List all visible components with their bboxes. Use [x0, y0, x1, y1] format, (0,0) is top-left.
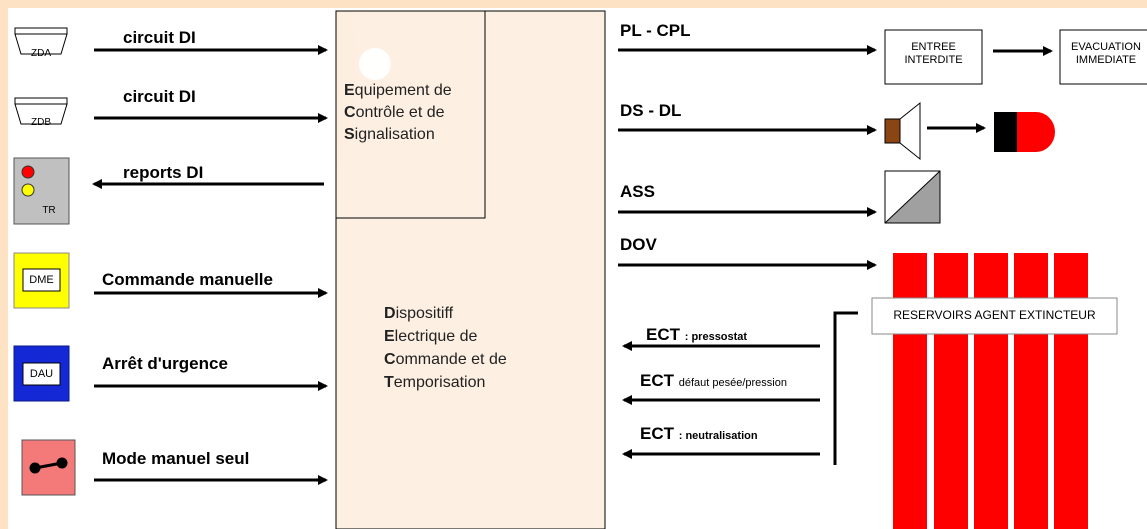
ect-label-1: ECT : pressostat	[646, 325, 747, 345]
reservoirs-label: RESERVOIRS AGENT EXTINCTEUR	[893, 308, 1096, 322]
evacuation-box	[1059, 29, 1147, 85]
ass-signal-label: ASS	[620, 182, 655, 201]
entree-interdite-text: ENTREE INTERDITE	[885, 41, 982, 67]
dme-signal-label: Commande manuelle	[102, 270, 273, 289]
ect-detail-1: : pressostat	[684, 331, 748, 343]
zda-signal-label: circuit DI	[123, 28, 196, 47]
dect-line-3: Commande et de	[384, 351, 507, 368]
ect-bracket	[833, 311, 858, 465]
ass-panel-icon	[884, 170, 941, 224]
entree-line-1: ENTREE	[911, 41, 956, 53]
evacuation-line-2: IMMEDIATE	[1075, 54, 1137, 66]
dme-box-icon	[13, 252, 70, 309]
zdb-detector-icon	[14, 97, 68, 125]
tr-panel-icon	[13, 157, 70, 225]
tr-label: TR	[42, 205, 56, 216]
ces-line-2: Contrôle et de	[344, 104, 445, 121]
ces-panel	[335, 10, 486, 219]
zdb-signal-label: circuit DI	[123, 87, 196, 106]
dme-label: DME	[29, 274, 54, 286]
ect-code-1: ECT	[646, 325, 680, 344]
reservoir-5	[1054, 253, 1088, 529]
entree-line-2: INTERDITE	[904, 54, 963, 66]
ds-signal-label: DS - DL	[620, 101, 682, 120]
reservoir-1	[893, 253, 927, 529]
ces-line-1: Equipement de	[344, 82, 452, 99]
ect-detail-2: défaut pesée/pression	[678, 377, 787, 389]
tr-signal-label: reports DI	[123, 163, 204, 182]
dect-line-2: Electrique de	[384, 328, 478, 345]
ces-line-3: Signalisation	[344, 126, 435, 143]
dect-title: Dispositiff Electrique de Commande et de…	[384, 302, 507, 394]
glow-highlight	[359, 48, 391, 80]
evacuation-line-1: EVACUATION	[1071, 41, 1141, 53]
dect-panel	[335, 10, 606, 529]
zda-label: ZDA	[31, 48, 51, 59]
dect-line-1: Dispositiff	[384, 305, 454, 322]
ect-code-3: ECT	[640, 424, 674, 443]
reservoirs-group	[893, 253, 1088, 529]
diagram-graphics	[13, 10, 1147, 529]
reservoir-2	[934, 253, 968, 529]
zdb-label: ZDB	[31, 117, 51, 128]
ect-code-2: ECT	[640, 371, 674, 390]
entree-interdite-box	[884, 29, 983, 85]
pl-signal-label: PL - CPL	[620, 21, 691, 40]
diagram-canvas: ZDA ZDB TR DME DAU circuit DI circuit DI…	[8, 8, 1147, 529]
ces-title: Equipement de Contrôle et de Signalisati…	[344, 80, 452, 146]
reservoirs-label-box	[871, 297, 1118, 335]
evacuation-text: EVACUATION IMMEDIATE	[1060, 41, 1147, 67]
zda-detector-icon	[14, 27, 68, 55]
dau-label: DAU	[29, 368, 54, 380]
dau-box-icon	[13, 345, 70, 402]
ect-label-3: ECT : neutralisation	[640, 424, 758, 444]
dau-signal-label: Arrêt d'urgence	[102, 354, 228, 373]
siren-icon	[884, 101, 921, 161]
dov-signal-label: DOV	[620, 235, 657, 254]
ect-label-2: ECT défaut pesée/pression	[640, 371, 787, 391]
dect-line-4: Temporisation	[384, 374, 486, 391]
key-switch-icon	[21, 439, 76, 496]
reservoir-4	[1014, 253, 1048, 529]
ect-detail-3: : neutralisation	[678, 430, 758, 442]
flash-light-icon	[994, 112, 1055, 152]
reservoir-3	[974, 253, 1008, 529]
manual-signal-label: Mode manuel seul	[102, 449, 250, 468]
